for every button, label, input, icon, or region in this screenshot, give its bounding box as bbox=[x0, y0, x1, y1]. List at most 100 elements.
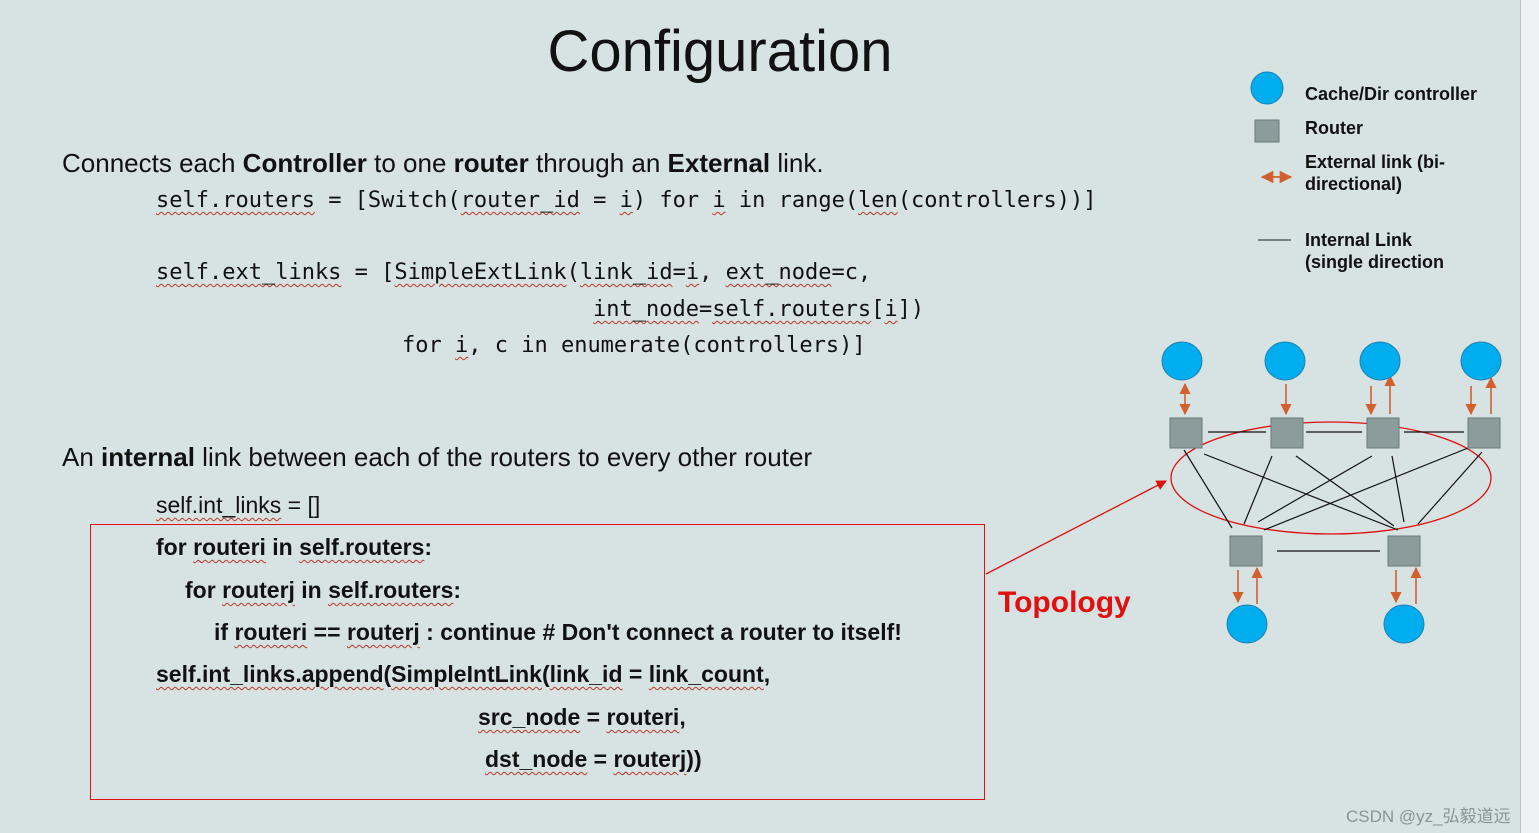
heading-text: An bbox=[62, 442, 102, 472]
code-routers-line: self.routers = [Switch(router_id = i) fo… bbox=[156, 188, 1097, 213]
code-token: = bbox=[587, 746, 614, 772]
code-token: ]) bbox=[897, 297, 925, 322]
code-token: in bbox=[265, 534, 300, 560]
code-token: SimpleExtLink bbox=[394, 260, 567, 285]
heading-text: link between each of the routers to ever… bbox=[194, 442, 813, 472]
code-token: ( bbox=[541, 661, 550, 687]
code-token: in range( bbox=[725, 188, 859, 213]
code-token: = bbox=[672, 260, 686, 285]
code-token: = bbox=[580, 704, 607, 730]
blue-circle-icon bbox=[1250, 71, 1284, 105]
code-token: in bbox=[294, 577, 329, 603]
code-token: i bbox=[712, 188, 726, 213]
code-loop-routerj: for routerj in self.routers: bbox=[185, 577, 461, 604]
code-token: routeri bbox=[234, 619, 308, 645]
code-token: for bbox=[156, 534, 194, 560]
heading-bold: Controller bbox=[242, 148, 367, 178]
router-group-ellipse bbox=[1170, 421, 1492, 535]
code-token: : bbox=[453, 577, 462, 603]
code-token: ( bbox=[383, 661, 392, 687]
code-token: == bbox=[307, 619, 347, 645]
code-token: )) bbox=[686, 746, 702, 772]
code-token: SimpleIntLink bbox=[391, 661, 542, 687]
code-token: = bbox=[579, 188, 620, 213]
code-token: self.routers bbox=[156, 188, 315, 213]
code-token: = [ bbox=[341, 260, 395, 285]
code-loop-routeri: for routeri in self.routers: bbox=[156, 534, 432, 561]
code-token: for bbox=[402, 333, 455, 358]
heading-text: Connects each bbox=[62, 148, 243, 178]
code-token: = bbox=[622, 661, 649, 687]
heading-text: through an bbox=[528, 148, 668, 178]
code-token: =c, bbox=[831, 260, 872, 285]
code-token: ) for bbox=[632, 188, 713, 213]
heading-bold: internal bbox=[101, 442, 195, 472]
gray-square-icon bbox=[1254, 119, 1280, 143]
code-token: len bbox=[858, 188, 898, 213]
code-token: : bbox=[424, 534, 433, 560]
code-token: [ bbox=[871, 297, 885, 322]
code-token: , bbox=[763, 661, 771, 687]
code-token: routerj bbox=[613, 746, 687, 772]
code-token: self.routers bbox=[299, 534, 425, 560]
code-ext-links-line: self.ext_links = [SimpleExtLink(link_id=… bbox=[156, 260, 871, 285]
code-if-continue: if routeri == routerj : continue # Don't… bbox=[214, 619, 902, 646]
code-token: , bbox=[699, 260, 726, 285]
section2-heading: An internal link between each of the rou… bbox=[62, 442, 812, 473]
controller-node bbox=[1359, 341, 1401, 381]
legend-router-label: Router bbox=[1305, 118, 1363, 138]
heading-bold: router bbox=[453, 148, 529, 178]
watermark: CSDN @yz_弘毅道远 bbox=[1346, 807, 1511, 826]
legend-line: External link (bi- bbox=[1305, 152, 1446, 172]
code-token: i bbox=[454, 333, 469, 358]
controller-node bbox=[1161, 341, 1203, 381]
code-token: self.ext_links bbox=[156, 260, 342, 285]
code-token: src_node bbox=[478, 704, 581, 730]
heading-text: to one bbox=[366, 148, 454, 178]
code-token: routerj bbox=[346, 619, 420, 645]
heading-text: link. bbox=[770, 148, 824, 178]
code-token: if bbox=[214, 619, 235, 645]
section1-heading: Connects each Controller to one router t… bbox=[62, 148, 824, 179]
highlight-box bbox=[90, 524, 985, 800]
legend-external-link-label: External link (bi- directional) bbox=[1305, 151, 1445, 195]
code-token: routeri bbox=[606, 704, 680, 730]
code-token: , bbox=[679, 704, 686, 730]
legend-internal-link-label: Internal Link (single direction bbox=[1305, 229, 1444, 273]
code-token: link_id bbox=[579, 260, 673, 285]
code-token: i bbox=[685, 260, 700, 285]
page-title: Configuration bbox=[547, 19, 893, 84]
code-token: , c in enumerate(controllers)] bbox=[468, 333, 866, 358]
router-node bbox=[1387, 535, 1421, 567]
legend-line: (single direction bbox=[1305, 252, 1445, 272]
code-token: = bbox=[698, 297, 713, 322]
controller-node bbox=[1264, 341, 1306, 381]
code-append-line: self.int_links.append(SimpleIntLink(link… bbox=[156, 661, 770, 688]
code-token: self.int_links bbox=[156, 492, 282, 518]
heading-bold: External bbox=[667, 148, 771, 178]
code-token: i bbox=[884, 297, 898, 322]
legend-controller-label: Cache/Dir controller bbox=[1305, 84, 1478, 104]
controller-node bbox=[1383, 604, 1425, 644]
router-node bbox=[1229, 535, 1263, 567]
code-int-node-line: int_node=self.routers[i]) bbox=[593, 297, 924, 322]
code-token: ext_node bbox=[725, 260, 832, 285]
code-token: (controllers))] bbox=[897, 188, 1097, 213]
code-token: for bbox=[185, 577, 223, 603]
code-token: : continue # Don't connect a router to i… bbox=[419, 619, 902, 645]
controller-node bbox=[1460, 341, 1502, 381]
routers bbox=[1169, 417, 1501, 567]
code-token: routeri bbox=[193, 534, 266, 560]
code-token: int_node bbox=[593, 297, 699, 322]
scrollbar-track[interactable] bbox=[1520, 0, 1539, 833]
external-links bbox=[1179, 374, 1497, 604]
code-token: ( bbox=[566, 260, 580, 285]
router-node bbox=[1467, 417, 1501, 449]
code-token: self.routers bbox=[328, 577, 454, 603]
code-token: router_id bbox=[460, 188, 580, 213]
code-dst-node-line: dst_node = routerj)) bbox=[485, 746, 702, 773]
pointer-arrow bbox=[985, 480, 1167, 575]
router-node bbox=[1366, 417, 1400, 449]
code-token: link_id bbox=[549, 661, 623, 687]
